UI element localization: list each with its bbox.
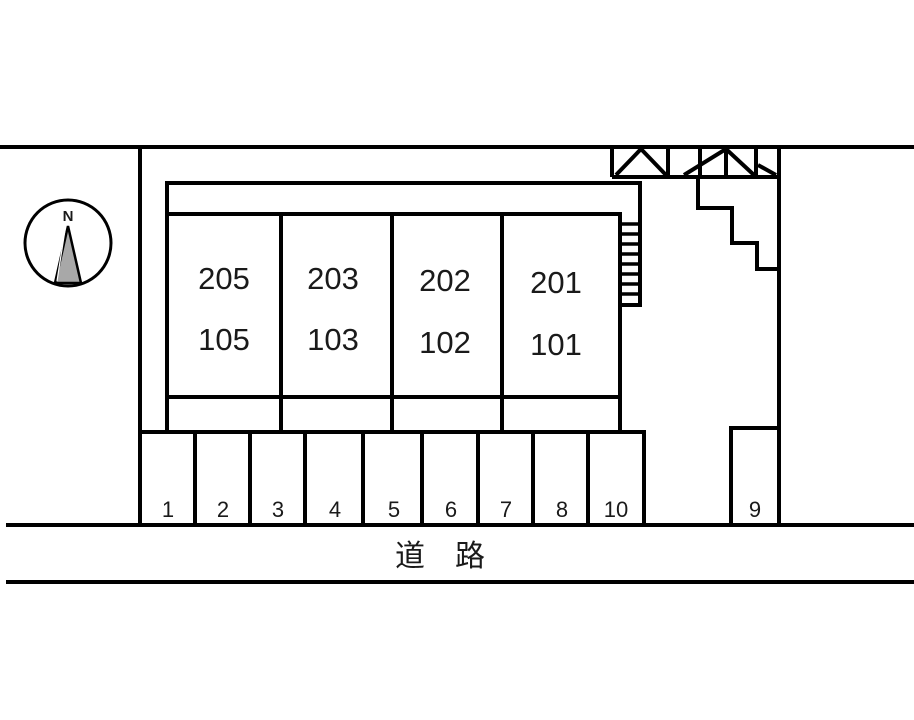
parking-labels: 1 2 3 4 5 6 7 8 10 9 <box>162 497 761 522</box>
compass: N <box>23 198 113 288</box>
unit-label-upper: 203 <box>307 261 359 296</box>
parking-space-label: 1 <box>162 497 174 522</box>
unit-label-upper: 202 <box>419 263 471 298</box>
unit-label-upper: 201 <box>530 265 582 300</box>
parking-space-label: 2 <box>217 497 229 522</box>
staircase <box>696 177 779 271</box>
compass-north-label: N <box>63 208 74 225</box>
parking-space-label: 4 <box>329 497 341 522</box>
unit-label-lower: 105 <box>198 322 250 357</box>
parking-space-label: 8 <box>556 497 568 522</box>
unit-label-lower: 101 <box>530 327 582 362</box>
truss-structure <box>610 147 779 179</box>
parking-space-label: 7 <box>500 497 512 522</box>
parking-space-label: 5 <box>388 497 400 522</box>
parking-space-label-separate: 9 <box>749 497 761 522</box>
road-label: 道 路 <box>395 539 485 574</box>
unit-label-lower: 102 <box>419 325 471 360</box>
unit-labels: 205 105 203 103 202 102 201 101 <box>198 261 582 362</box>
parking-space-label: 3 <box>272 497 284 522</box>
parking-space-label: 6 <box>445 497 457 522</box>
unit-label-upper: 205 <box>198 261 250 296</box>
parking-space-label: 10 <box>604 497 628 522</box>
unit-label-lower: 103 <box>307 322 359 357</box>
stair-rungs <box>620 222 640 296</box>
